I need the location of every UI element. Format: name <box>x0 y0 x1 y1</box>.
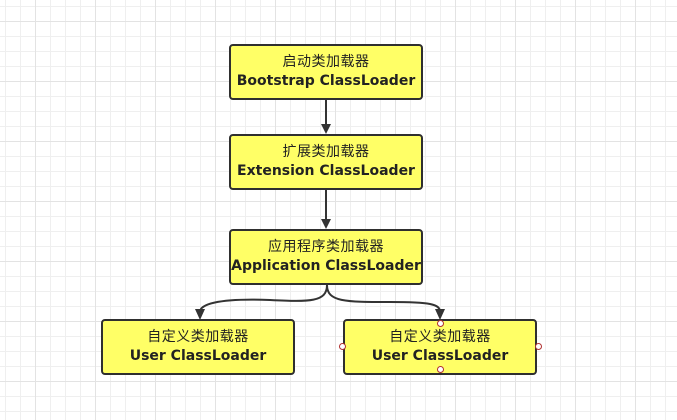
arrowhead-icon <box>321 124 331 134</box>
selection-handle-right[interactable] <box>535 343 542 350</box>
node-label-en: Extension ClassLoader <box>237 163 415 179</box>
node-label-cn: 扩展类加载器 <box>282 144 370 160</box>
arrowhead-icon <box>435 309 445 320</box>
node-label-cn: 应用程序类加载器 <box>268 239 384 255</box>
edge-application-user2[interactable] <box>326 284 441 313</box>
node-label-en: Bootstrap ClassLoader <box>236 73 416 89</box>
node-extension-classloader[interactable]: 扩展类加载器 Extension ClassLoader <box>229 134 423 190</box>
node-application-classloader[interactable]: 应用程序类加载器 Application ClassLoader <box>229 229 423 285</box>
edge-application-user1[interactable] <box>199 284 328 313</box>
selection-handle-top[interactable] <box>437 320 444 327</box>
node-label-en: Application ClassLoader <box>231 258 421 274</box>
node-label-cn: 自定义类加载器 <box>389 329 491 345</box>
selection-handle-left[interactable] <box>339 343 346 350</box>
node-bootstrap-classloader[interactable]: 启动类加载器 Bootstrap ClassLoader <box>229 44 423 100</box>
node-user-classloader-1[interactable]: 自定义类加载器 User ClassLoader <box>101 319 295 375</box>
node-label-cn: 自定义类加载器 <box>147 329 249 345</box>
node-label-cn: 启动类加载器 <box>282 54 370 70</box>
arrowhead-icon <box>321 219 331 229</box>
arrowhead-icon <box>195 309 205 320</box>
node-label-en: User ClassLoader <box>371 348 509 364</box>
selection-handle-bottom[interactable] <box>437 366 444 373</box>
node-label-en: User ClassLoader <box>129 348 267 364</box>
